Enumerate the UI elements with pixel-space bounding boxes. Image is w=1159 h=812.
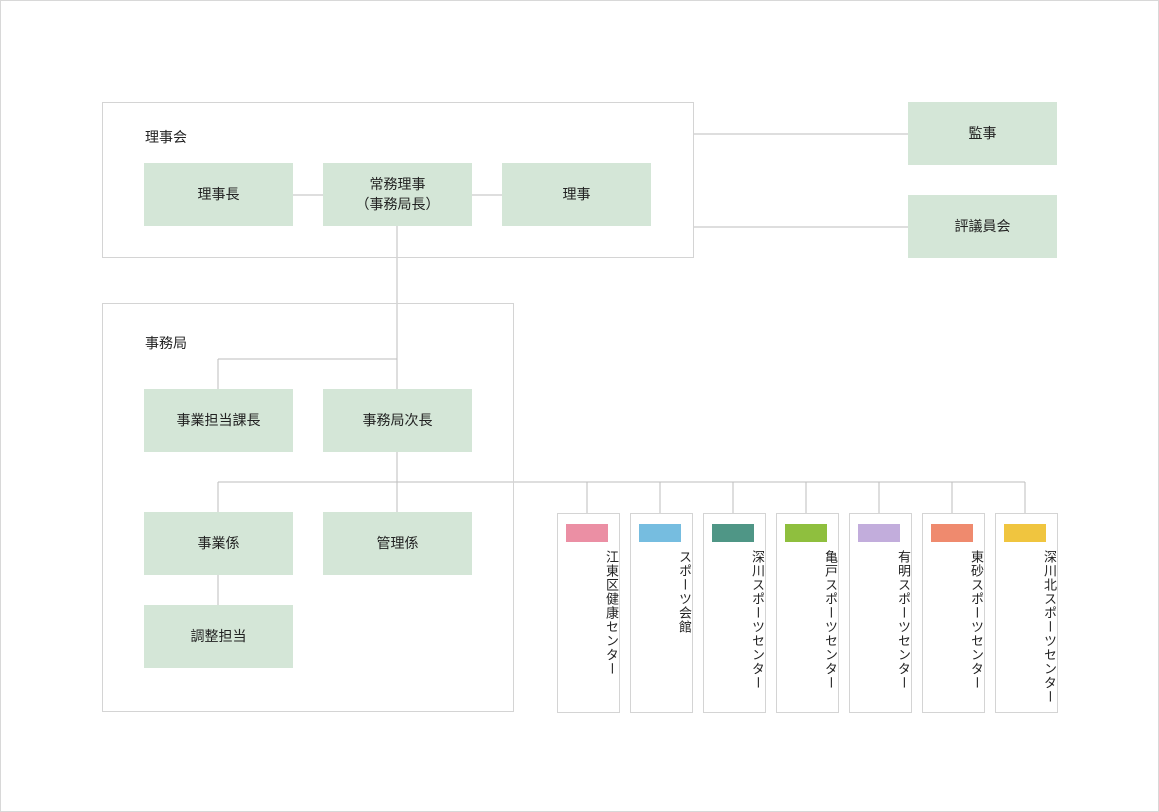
- center-color-swatch: [785, 524, 827, 542]
- business-manager-box: 事業担当課長: [144, 389, 293, 452]
- center-name: 深川北スポーツセンター: [1041, 550, 1056, 704]
- center-color-swatch: [639, 524, 681, 542]
- director-box: 理事: [502, 163, 651, 226]
- center-card: 深川スポーツセンター: [703, 513, 766, 713]
- center-card: スポーツ会館: [630, 513, 693, 713]
- center-color-swatch: [858, 524, 900, 542]
- secretariat-label: 事務局: [145, 336, 187, 352]
- center-color-swatch: [712, 524, 754, 542]
- center-name: 深川スポーツセンター: [749, 550, 764, 690]
- center-card: 深川北スポーツセンター: [995, 513, 1058, 713]
- center-name: 有明スポーツセンター: [895, 550, 910, 690]
- coordinator-box: 調整担当: [144, 605, 293, 668]
- center-color-swatch: [566, 524, 608, 542]
- council-box: 評議員会: [908, 195, 1057, 258]
- admin-section-box: 管理係: [323, 512, 472, 575]
- center-color-swatch: [931, 524, 973, 542]
- chairman-box: 理事長: [144, 163, 293, 226]
- center-name: 江東区健康センター: [603, 550, 618, 676]
- center-card: 東砂スポーツセンター: [922, 513, 985, 713]
- deputy-director-box: 事務局次長: [323, 389, 472, 452]
- board-group: 理事会: [102, 102, 694, 258]
- center-name: スポーツ会館: [676, 550, 691, 634]
- center-card: 亀戸スポーツセンター: [776, 513, 839, 713]
- executive-director-box: 常務理事 （事務局長）: [323, 163, 472, 226]
- center-name: 亀戸スポーツセンター: [822, 550, 837, 690]
- center-card: 有明スポーツセンター: [849, 513, 912, 713]
- board-label: 理事会: [145, 130, 187, 146]
- business-section-box: 事業係: [144, 512, 293, 575]
- center-color-swatch: [1004, 524, 1046, 542]
- center-card: 江東区健康センター: [557, 513, 620, 713]
- auditor-box: 監事: [908, 102, 1057, 165]
- center-name: 東砂スポーツセンター: [968, 550, 983, 690]
- secretariat-group: 事務局: [102, 303, 514, 712]
